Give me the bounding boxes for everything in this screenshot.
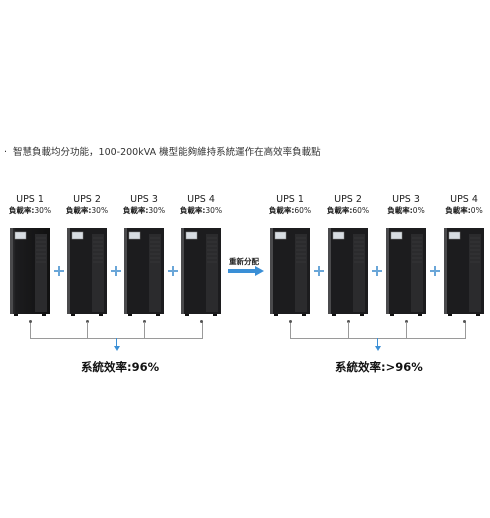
ups-load: 負載率:60% — [268, 206, 312, 215]
plus-icon — [168, 266, 178, 276]
output-line — [116, 338, 117, 346]
ups-load: 負載率:0% — [445, 206, 483, 215]
right-arrow-icon — [228, 266, 264, 276]
ups-name: UPS 3 — [392, 194, 420, 205]
bullet-dot: · — [4, 147, 8, 158]
plus-icon — [54, 266, 64, 276]
connector-line — [144, 322, 145, 338]
connector-dot — [405, 320, 408, 323]
connector-line — [348, 322, 349, 338]
plus-icon — [111, 266, 121, 276]
ups-name: UPS 1 — [276, 194, 304, 205]
ups-name: UPS 1 — [16, 194, 44, 205]
connector-dot — [200, 320, 203, 323]
before-bracket — [30, 322, 203, 339]
ups-name: UPS 2 — [73, 194, 101, 205]
ups-name: UPS 3 — [130, 194, 158, 205]
connector-dot — [347, 320, 350, 323]
ups-name: UPS 4 — [450, 194, 478, 205]
before-efficiency: 系統效率:96% — [81, 360, 160, 374]
feature-bullet: · 智慧負載均分功能，100-200kVA 機型能夠維持系統運作在高效率負載點 — [4, 144, 321, 158]
ups-load: 負載率:30% — [179, 206, 223, 215]
connector-dot — [289, 320, 292, 323]
before-ups-1-cabinet — [10, 228, 50, 316]
after-ups-1-label: UPS 1 負載率:60% — [269, 194, 311, 216]
connector-line — [87, 322, 88, 338]
connector-dot — [29, 320, 32, 323]
connector-dot — [463, 320, 466, 323]
before-ups-2-cabinet — [67, 228, 107, 316]
after-ups-3-label: UPS 3 負載率:0% — [386, 194, 426, 216]
before-ups-4-cabinet — [181, 228, 221, 316]
connector-dot — [143, 320, 146, 323]
plus-icon — [372, 266, 382, 276]
after-ups-4-label: UPS 4 負載率:0% — [444, 194, 484, 216]
after-ups-2-label: UPS 2 負載率:60% — [327, 194, 369, 216]
before-ups-3-label: UPS 3 負載率:30% — [123, 194, 165, 216]
down-arrow-icon — [114, 346, 120, 351]
connector-dot — [86, 320, 89, 323]
feature-text: 智慧負載均分功能，100-200kVA 機型能夠維持系統運作在高效率負載點 — [13, 147, 321, 158]
ups-name: UPS 2 — [334, 194, 362, 205]
down-arrow-icon — [375, 346, 381, 351]
before-ups-2-label: UPS 2 負載率:30% — [66, 194, 108, 216]
before-ups-1-label: UPS 1 負載率:30% — [9, 194, 51, 216]
after-ups-1-cabinet — [270, 228, 310, 316]
ups-load: 負載率:30% — [65, 206, 109, 215]
ups-load: 負載率:30% — [8, 206, 52, 215]
connector-line — [406, 322, 407, 338]
after-ups-4-cabinet — [444, 228, 484, 316]
redistribute-label: 重新分配 — [229, 257, 259, 266]
before-ups-4-label: UPS 4 負載率:30% — [180, 194, 222, 216]
ups-load: 負載率:30% — [122, 206, 166, 215]
before-ups-3-cabinet — [124, 228, 164, 316]
ups-load: 負載率:0% — [387, 206, 425, 215]
ups-load: 負載率:60% — [326, 206, 370, 215]
ups-name: UPS 4 — [187, 194, 215, 205]
after-ups-3-cabinet — [386, 228, 426, 316]
after-ups-2-cabinet — [328, 228, 368, 316]
after-efficiency: 系統效率:>96% — [335, 360, 423, 374]
output-line — [377, 338, 378, 346]
plus-icon — [430, 266, 440, 276]
after-bracket — [290, 322, 466, 339]
plus-icon — [314, 266, 324, 276]
